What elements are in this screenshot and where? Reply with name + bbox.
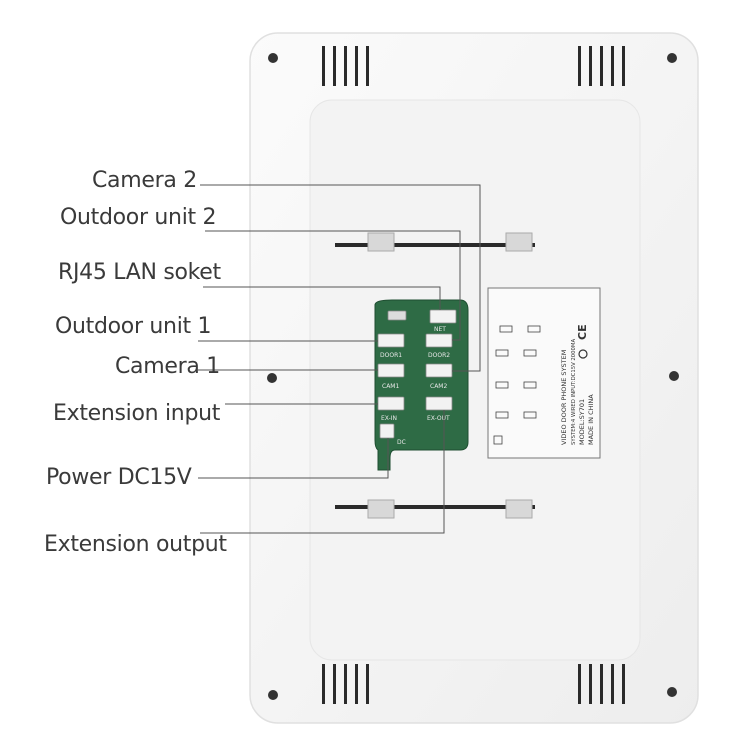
vent-bottom-right xyxy=(578,664,625,704)
sticker-line-2: SYSTEM:4 WIRED INPUT:DC15V 2000MA xyxy=(571,339,577,445)
screw-mid-right xyxy=(669,371,679,381)
pcb-label-ext-in: EX-IN xyxy=(381,415,397,422)
sticker-diagram xyxy=(493,325,541,445)
label-extension-output: Extension output xyxy=(44,532,227,557)
pcb-label-net: NET xyxy=(434,326,446,333)
leader-extension-output xyxy=(200,410,445,534)
leader-lines xyxy=(198,184,481,534)
screw-bottom-right xyxy=(667,687,677,697)
ce-mark: CE xyxy=(576,324,589,340)
label-rj45-lan-socket: RJ45 LAN soket xyxy=(58,260,221,285)
leader-camera-2 xyxy=(200,184,481,372)
label-extension-input: Extension input xyxy=(53,401,221,426)
sticker-line-3: MODEL:SY701 xyxy=(578,399,586,445)
label-outdoor-unit-2: Outdoor unit 2 xyxy=(60,205,217,230)
pcb-label-door2: DOOR2 xyxy=(428,352,450,359)
screw-top-right xyxy=(667,53,677,63)
mount-bracket-top xyxy=(335,232,535,252)
vent-top-left xyxy=(322,46,369,86)
screw-bottom-left xyxy=(268,690,278,700)
label-camera-1: Camera 1 xyxy=(115,354,220,379)
pcb-label-cam1: CAM1 xyxy=(382,383,399,390)
screw-mid-left xyxy=(267,373,277,383)
sticker-line-4: MADE IN CHINA xyxy=(587,394,595,445)
leader-rj45 xyxy=(203,286,441,310)
pcb-label-dc: DC xyxy=(397,439,406,446)
leader-outdoor-unit-2 xyxy=(205,230,461,341)
label-camera-2: Camera 2 xyxy=(92,168,197,193)
screw-top-left xyxy=(268,53,278,63)
label-power-dc15v: Power DC15V xyxy=(46,465,192,490)
mount-bracket-bottom xyxy=(335,499,535,519)
pcb-label-door1: DOOR1 xyxy=(380,352,402,359)
vent-bottom-left xyxy=(322,664,369,704)
leader-power xyxy=(198,438,389,479)
pcb-label-cam2: CAM2 xyxy=(430,383,447,390)
label-outdoor-unit-1: Outdoor unit 1 xyxy=(55,314,212,339)
sticker-line-1: VIDEO DOOR PHONE SYSTEM xyxy=(560,350,568,445)
wiring-sticker xyxy=(487,287,601,459)
vent-top-right xyxy=(578,46,625,86)
connector-blocks xyxy=(377,309,457,439)
pcb-label-ext-out: EX-OUT xyxy=(427,415,450,422)
recycle-mark-icon xyxy=(578,349,588,359)
